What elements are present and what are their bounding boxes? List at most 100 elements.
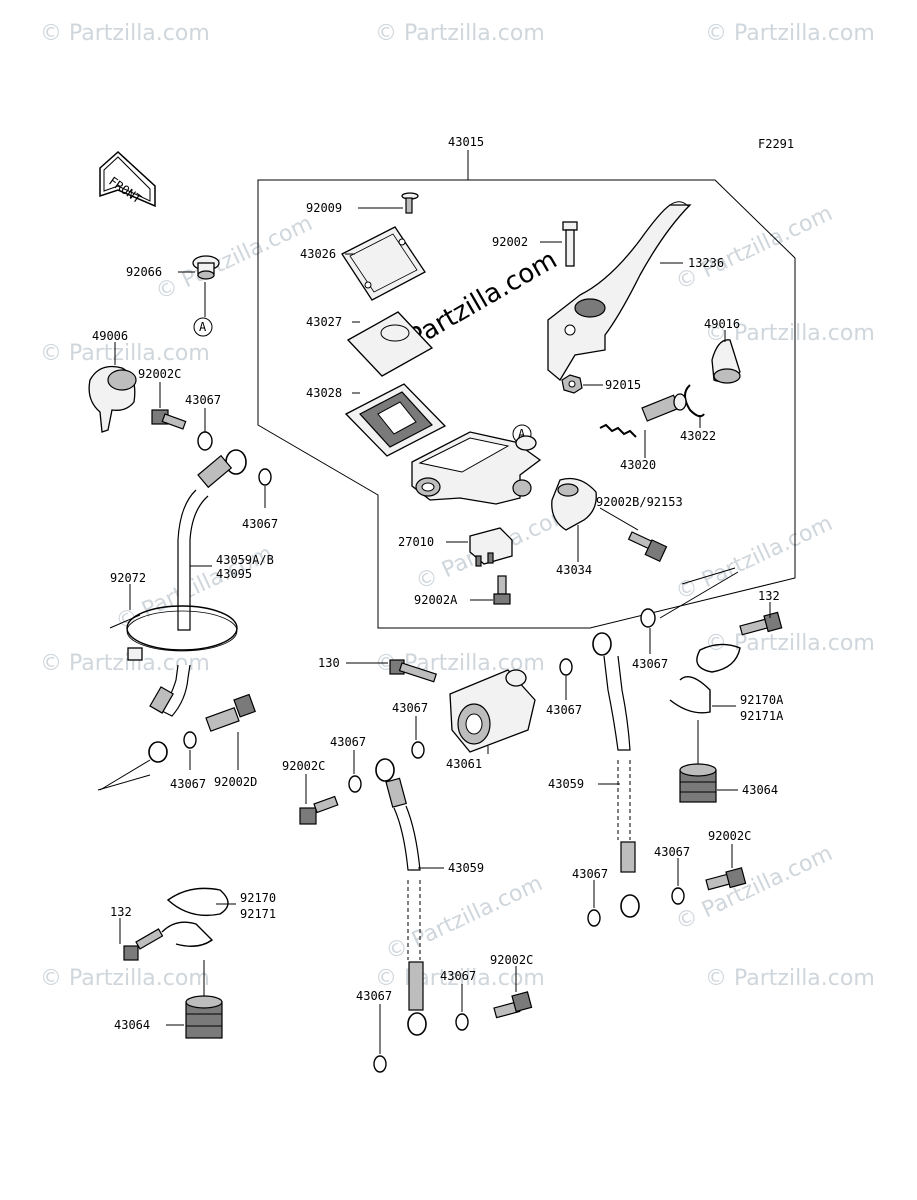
reservoir-cap-43026: [341, 226, 426, 301]
part-label-43067-h: 43067: [654, 845, 690, 859]
part-label-43027: 43027: [306, 315, 342, 329]
banjo-cover-49006: [88, 365, 137, 433]
hose-joint-43061: [449, 669, 536, 753]
part-label-43061: 43061: [446, 757, 482, 771]
watermark-text: © Partzilla.com: [705, 21, 875, 46]
clamp-43034: [551, 477, 597, 531]
master-cylinder-body: [411, 431, 542, 505]
washer-43067-g: [348, 775, 362, 793]
washer-43067-b: [258, 468, 272, 486]
grommet-43064-upper: [679, 763, 717, 803]
bolt-132-lower: [123, 928, 164, 961]
part-label-43067-i: 43067: [572, 867, 608, 881]
banjo-bolt-92002c-upper: [151, 409, 187, 430]
part-label-43059-a: 43059: [548, 777, 584, 791]
part-label-43026: 43026: [300, 247, 336, 261]
part-label-92170: 92170: [240, 891, 276, 905]
assembly-boundary: [257, 179, 796, 629]
part-label-130: 130: [318, 656, 340, 670]
part-label-49016: 49016: [704, 317, 740, 331]
part-label-43067-k: 43067: [356, 989, 392, 1003]
watermark-text: © Partzilla.com: [705, 631, 875, 656]
washer-43067-e: [559, 658, 573, 676]
pivot-bolt-92002: [562, 221, 578, 267]
part-label-92009: 92009: [306, 201, 342, 215]
part-label-92002D: 92002D: [214, 775, 257, 789]
banjo-bolt-92002c-lower: [493, 991, 533, 1019]
part-label-92002A: 92002A: [414, 593, 458, 607]
watermark-text: © Partzilla.com: [705, 321, 875, 346]
part-label-43022: 43022: [680, 429, 716, 443]
part-label-49006: 49006: [92, 329, 128, 343]
screw-92009: [401, 192, 419, 214]
part-label-27010: 27010: [398, 535, 434, 549]
washer-43067-c: [640, 608, 656, 628]
hose-clamp-92170: [161, 887, 229, 947]
banjo-bolt-92002c-middle: [299, 795, 339, 825]
part-label-92170A: 92170A: [740, 693, 784, 707]
part-label-92015: 92015: [605, 378, 641, 392]
callout-circle: [193, 317, 213, 337]
nut-92015: [561, 374, 583, 394]
part-label-92002C-c: 92002C: [708, 829, 751, 843]
part-label-92002C-a: 92002C: [138, 367, 181, 381]
part-label-43095: 43095: [216, 567, 252, 581]
washer-43067-k: [373, 1055, 387, 1073]
piston-assembly-43020: [599, 393, 687, 438]
washer-43067-j: [455, 1013, 469, 1031]
part-label-43067-c: 43067: [632, 657, 668, 671]
part-label-43067-d: 43067: [392, 701, 428, 715]
part-label-43067-g: 43067: [330, 735, 366, 749]
part-label-43067-j: 43067: [440, 969, 476, 983]
brake-hose-43059-middle: [375, 758, 427, 1036]
watermark-text: © Partzilla.com: [40, 341, 210, 366]
brake-hose-43059ab: [148, 449, 247, 763]
washer-43067-a: [197, 431, 213, 451]
diaphragm-plate-43027: [346, 311, 434, 377]
banjo-bolt-92002c-right: [705, 867, 747, 891]
part-label-43067-a: 43067: [185, 393, 221, 407]
watermark-text: © Partzilla.com: [382, 871, 546, 965]
watermark-text: © Partzilla.com: [40, 966, 210, 991]
part-label-43067-f: 43067: [170, 777, 206, 791]
brake-hose-43059-right: [592, 632, 640, 918]
part-label-43034: 43034: [556, 563, 592, 577]
switch-screw-92002a: [493, 575, 511, 605]
circlip-43022: [684, 384, 705, 418]
bolt-130: [389, 659, 437, 683]
part-label-92002C-b: 92002C: [282, 759, 325, 773]
grommet-43064-lower: [185, 995, 223, 1039]
washer-43067-i: [587, 909, 601, 927]
callout-a-label: A: [199, 320, 207, 334]
part-label-43015: 43015: [448, 135, 484, 149]
part-label-43067-b: 43067: [242, 517, 278, 531]
callout-a-label: A: [518, 427, 526, 441]
hose-clamp-92170a: [669, 643, 741, 714]
part-label-92066: 92066: [126, 265, 162, 279]
part-label-92002B: 92002B/92153: [596, 495, 683, 509]
part-label-132-b: 132: [110, 905, 132, 919]
washer-43067-h: [671, 887, 685, 905]
part-label-92171A: 92171A: [740, 709, 784, 723]
washer-43067-f: [183, 731, 197, 749]
watermark-text: © Partzilla.com: [672, 511, 836, 605]
watermarks: © Partzilla.com © Partzilla.com © Partzi…: [40, 21, 875, 991]
part-label-92002C-d: 92002C: [490, 953, 533, 967]
part-label-43020: 43020: [620, 458, 656, 472]
cable-band-92072: [109, 605, 238, 661]
clamp-bolt-92002b: [627, 531, 668, 563]
watermark-text: © Partzilla.com: [152, 211, 316, 305]
part-label-92072: 92072: [110, 571, 146, 585]
part-label-132-a: 132: [758, 589, 780, 603]
watermark-text: © Partzilla.com: [705, 966, 875, 991]
watermark-text: © Partzilla.com: [672, 841, 836, 935]
brake-switch-27010: [469, 527, 513, 567]
part-label-43059-b: 43059: [448, 861, 484, 875]
part-label-43064-a: 43064: [742, 783, 778, 797]
diaphragm-43028: [344, 383, 447, 457]
banjo-bolt-92002d: [205, 693, 256, 732]
brake-lever-13236: [547, 201, 692, 381]
figure-code: F2291: [758, 137, 794, 151]
part-label-13236: 13236: [688, 256, 724, 270]
